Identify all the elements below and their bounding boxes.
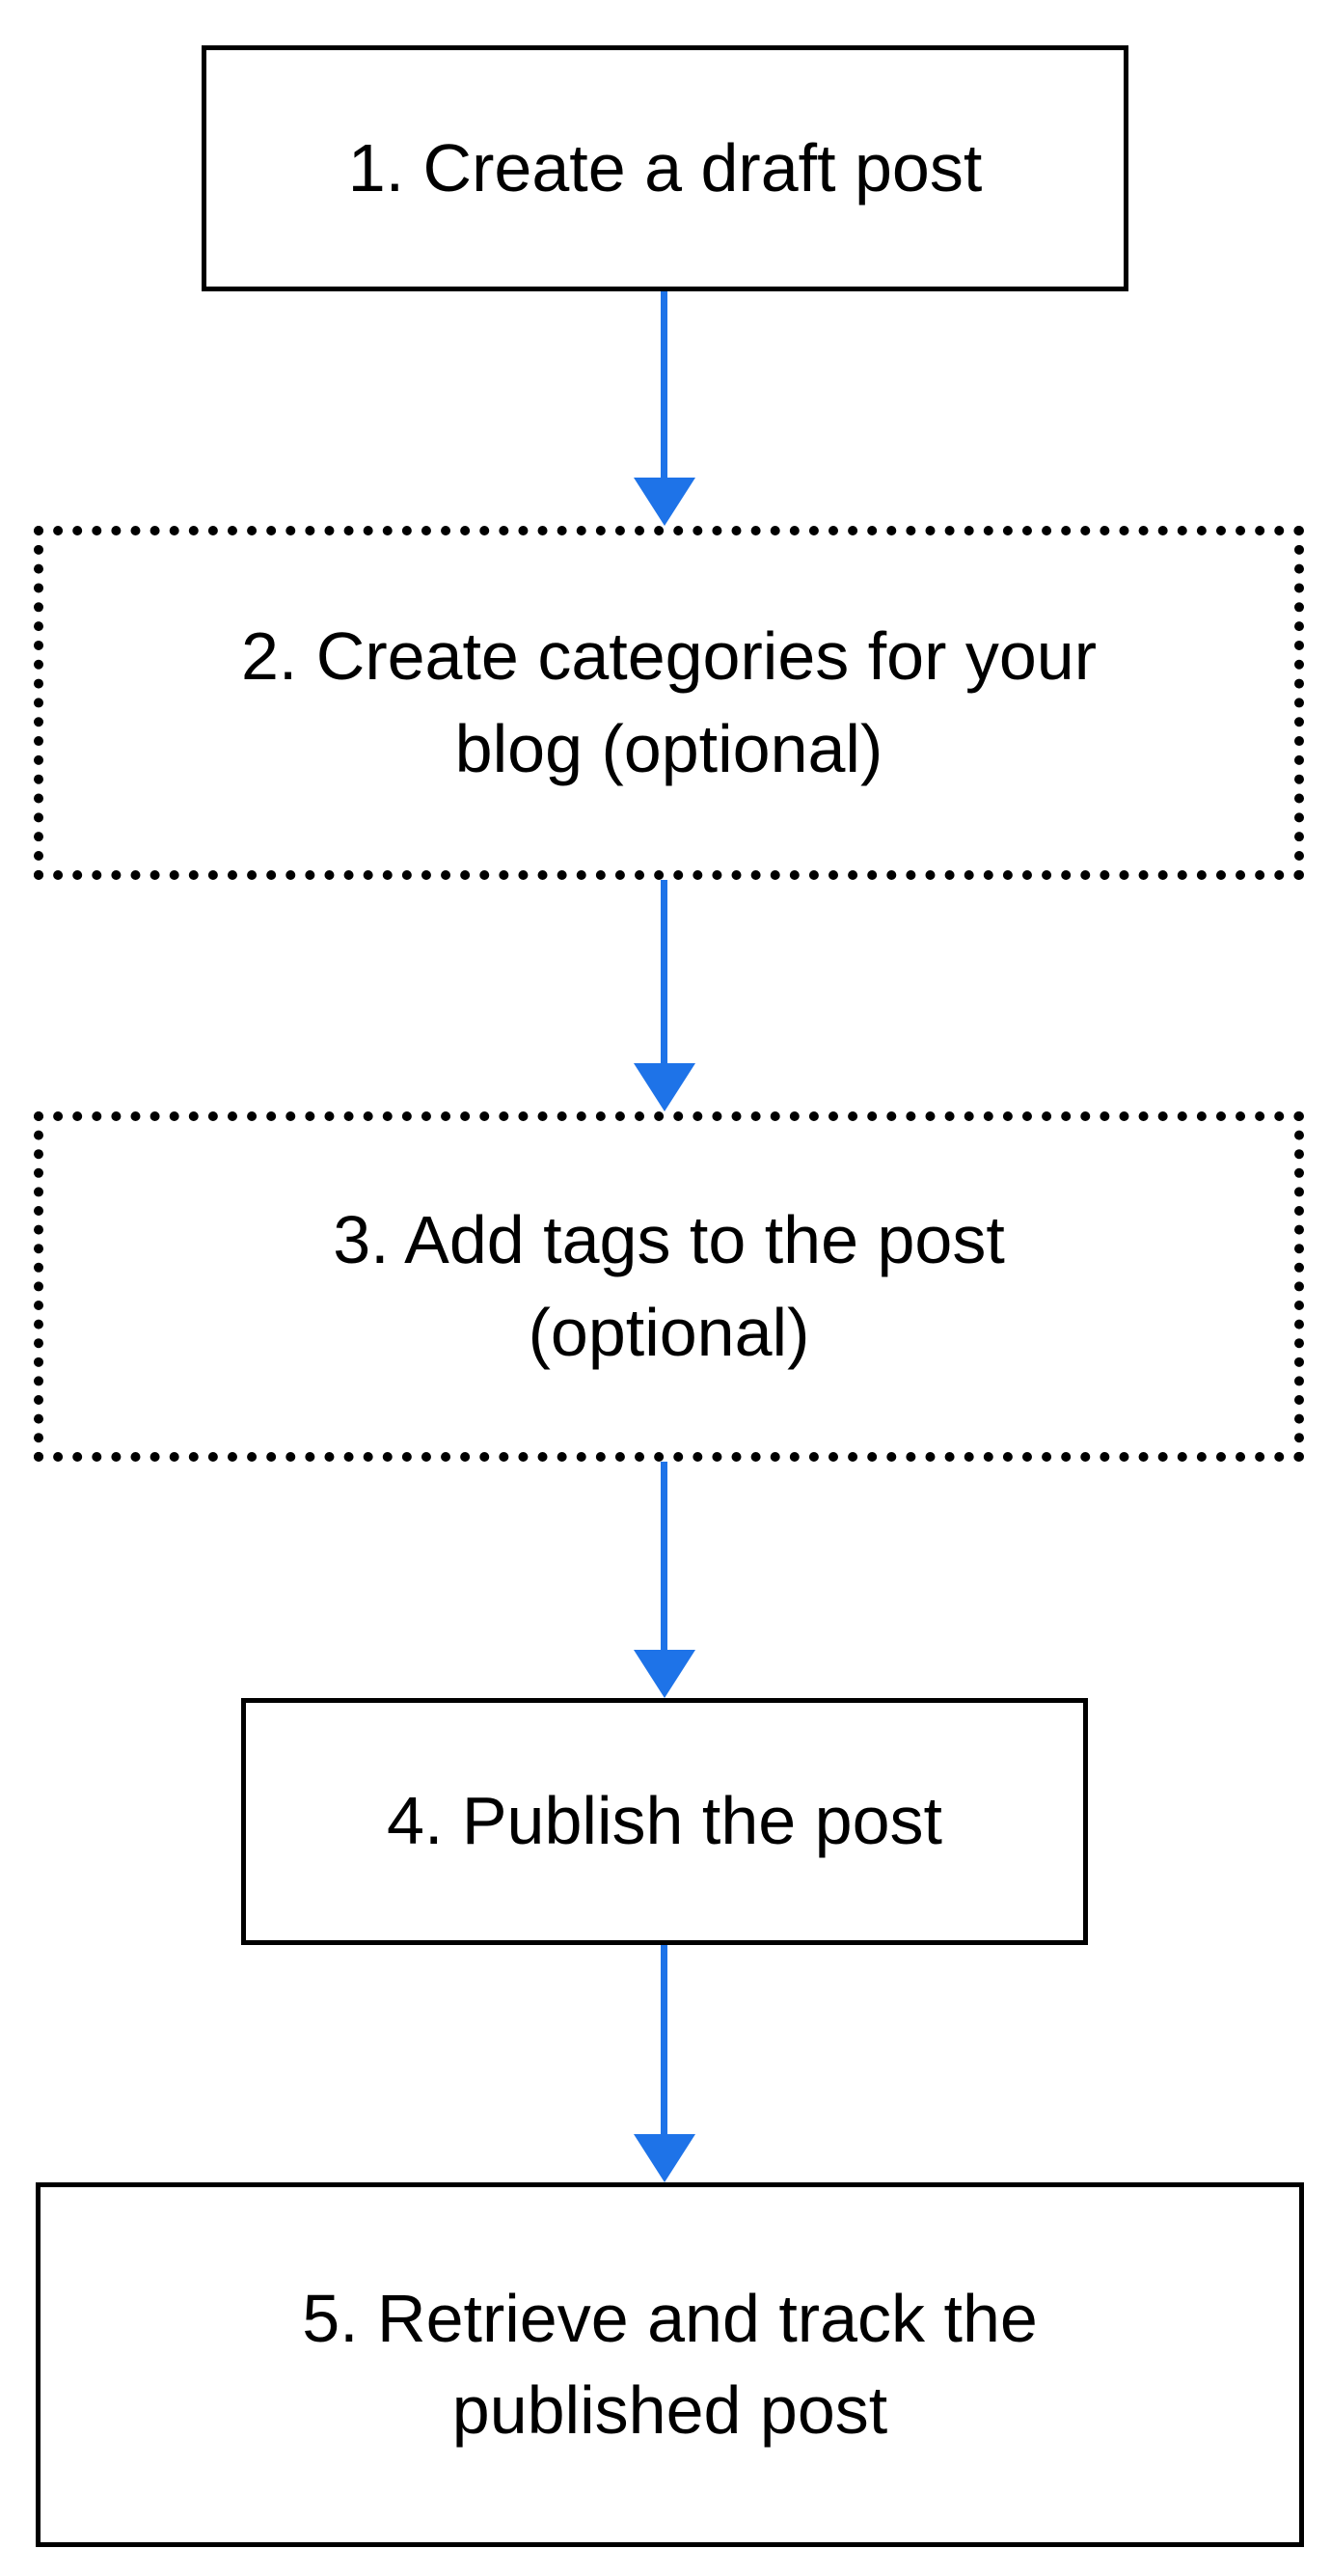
- arrowhead-down-icon: [634, 1063, 695, 1111]
- connector-line-2: [661, 880, 667, 1065]
- arrowhead-down-icon: [634, 2134, 695, 2182]
- flow-step-retrieve-track-post: 5. Retrieve and track the published post: [36, 2182, 1304, 2547]
- connector-line-3: [661, 1462, 667, 1652]
- flow-step-add-tags: 3. Add tags to the post (optional): [34, 1111, 1304, 1462]
- arrowhead-down-icon: [634, 1650, 695, 1698]
- connector-line-4: [661, 1945, 667, 2136]
- flow-step-publish-post: 4. Publish the post: [241, 1698, 1088, 1945]
- connector-line-1: [661, 291, 667, 480]
- flow-step-create-draft-post: 1. Create a draft post: [202, 45, 1128, 291]
- flow-step-create-categories: 2. Create categories for your blog (opti…: [34, 526, 1304, 880]
- arrowhead-down-icon: [634, 478, 695, 526]
